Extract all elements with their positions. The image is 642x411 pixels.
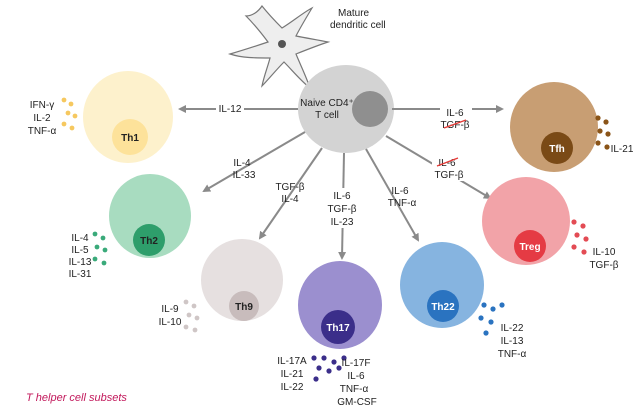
th1-cytokine-1: IFN-γ <box>30 100 54 111</box>
th22-cytokine-3: TNF-α <box>498 349 527 360</box>
th17-cytokine-right-3: TNF-α <box>340 384 369 395</box>
dendritic-label-line2: dendritic cell <box>330 20 386 31</box>
dendritic-cell <box>227 4 331 90</box>
th9-cytokine-2: IL-10 <box>159 317 182 328</box>
th22-cytokine-dots <box>478 302 505 336</box>
th2-cytokine-4: IL-31 <box>69 269 92 280</box>
th1-cytokine-3: TNF-α <box>28 126 57 137</box>
th17-name: Th17 <box>326 323 350 334</box>
th1-cytokine-2: IL-2 <box>33 113 51 124</box>
th17-cytokine-right-1: IL-17F <box>342 358 371 369</box>
naive-label-line2: T cell <box>315 110 339 121</box>
th1-cytokine-dots <box>61 97 78 131</box>
th9-cytokine-dots <box>183 299 200 333</box>
th22-cytokine-2: IL-13 <box>501 336 524 347</box>
th17-signal-1: IL-6 <box>333 191 351 202</box>
th2-signal-2: IL-33 <box>233 170 256 181</box>
th2-cytokine-dots <box>92 231 108 266</box>
treg-signal-2: TGF-β <box>434 170 463 181</box>
th17-cytokine-left-1: IL-17A <box>277 356 307 367</box>
treg-signal-1-strike <box>436 157 459 167</box>
tfh-signal-2-strike <box>443 119 467 129</box>
th17-cytokine-left-3: IL-22 <box>281 382 304 393</box>
treg-cytokine-dots <box>571 219 589 255</box>
th17-cytokine-left-2: IL-21 <box>281 369 304 380</box>
naive-label-line1: Naive CD4⁺ <box>300 98 354 109</box>
th17-cytokine-dots <box>311 355 347 382</box>
arrow-to-th22 <box>365 148 419 242</box>
th1-name: Th1 <box>121 133 139 144</box>
th17-cell: Th17 <box>298 261 382 349</box>
th2-cytokine-2: IL-5 <box>71 245 89 256</box>
treg-cytokine-1: IL-10 <box>593 247 616 258</box>
tfh-name: Tfh <box>549 144 565 155</box>
th9-name: Th9 <box>235 302 253 313</box>
th22-signal-1: IL-6 <box>391 186 409 197</box>
dendritic-label-line1: Mature <box>338 8 370 19</box>
th17-cytokine-right-2: IL-6 <box>347 371 365 382</box>
th1-cell: Th1 <box>83 71 173 163</box>
th22-name: Th22 <box>431 302 455 313</box>
th9-cytokine-1: IL-9 <box>161 304 179 315</box>
th2-signal-1: IL-4 <box>233 158 251 169</box>
tfh-signal-1: IL-6 <box>446 108 464 119</box>
arrow-to-th9 <box>258 147 323 240</box>
th9-signal-2: IL-4 <box>281 194 299 205</box>
treg-cell: Treg <box>482 177 570 265</box>
th2-name: Th2 <box>140 236 158 247</box>
tfh-cell: Tfh <box>510 82 598 172</box>
treg-cytokine-2: TGF-β <box>589 260 618 271</box>
th22-cell: Th22 <box>400 242 484 328</box>
tfh-cytokine-dots <box>595 115 611 150</box>
th9-cell: Th9 <box>201 239 283 321</box>
th2-cell: Th2 <box>109 174 191 258</box>
th17-signal-2: TGF-β <box>327 204 356 215</box>
arrow-to-th2 <box>202 131 306 193</box>
th2-cytokine-1: IL-4 <box>71 233 89 244</box>
naive-t-cell <box>298 65 394 153</box>
tfh-signal-2: TGF-β <box>440 120 469 131</box>
th9-signal-1: TGF-β <box>275 182 304 193</box>
th22-signal-2: TNF-α <box>388 198 417 209</box>
treg-signal-1: IL-6 <box>438 158 456 169</box>
tfh-cytokine-1: IL-21 <box>611 144 634 155</box>
th2-cytokine-3: IL-13 <box>69 257 92 268</box>
diagram-caption: T helper cell subsets <box>26 392 127 404</box>
th17-cytokine-right-4: GM-CSF <box>337 397 376 408</box>
th22-cytokine-1: IL-22 <box>501 323 524 334</box>
th17-signal-3: IL-23 <box>331 217 354 228</box>
treg-name: Treg <box>519 242 540 253</box>
th1-signal-1: IL-12 <box>219 104 242 115</box>
